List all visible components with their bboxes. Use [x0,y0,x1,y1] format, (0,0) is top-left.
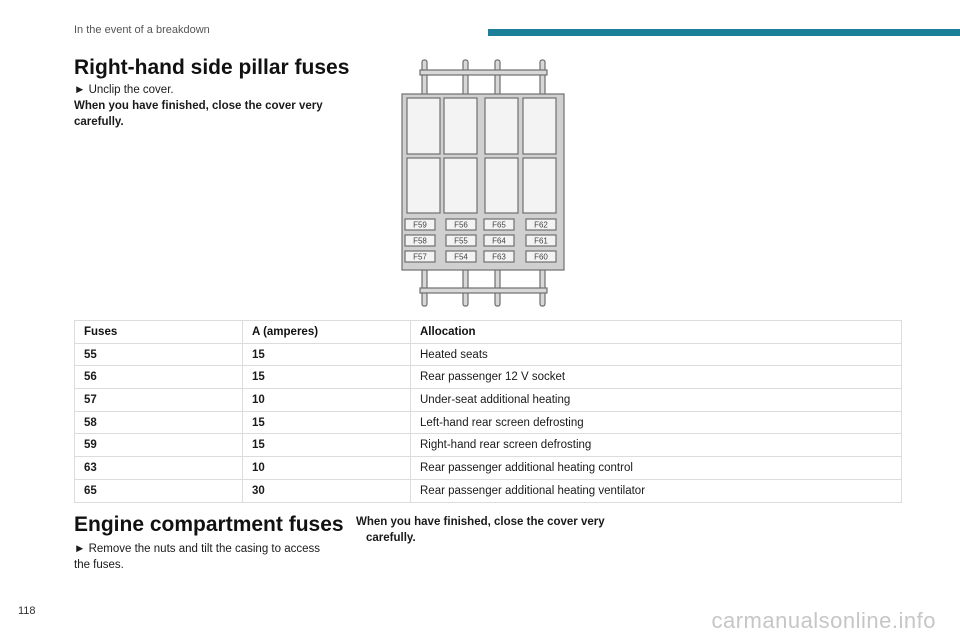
remove-nuts-step-line1: ► Remove the nuts and tilt the casing to… [74,543,320,555]
fuse-allocation: Rear passenger 12 V socket [410,365,902,390]
fuse-label-F58: F58 [413,237,427,246]
fuse-label-F61: F61 [534,237,548,246]
fuse-number: 65 [74,478,243,503]
fuse-allocation: Left-hand rear screen defrosting [410,410,902,435]
fuse-allocation: Right-hand rear screen defrosting [410,433,902,458]
section-heading-pillar-fuses: Right-hand side pillar fuses [74,56,350,79]
column-header-allocation: Allocation [410,320,902,344]
fuse-label-F56: F56 [454,221,468,230]
header-accent-bar [488,29,960,36]
header-section-title: In the event of a breakdown [74,24,210,36]
fuse-label-F63: F63 [492,253,506,262]
engine-close-note-line2: carefully. [366,532,416,544]
fuse-amperes: 10 [242,456,411,480]
fuse-number: 59 [74,433,243,458]
fuse-allocation: Rear passenger additional heating contro… [410,456,902,480]
fuse-table: Fuses A (amperes) Allocation 55 15 Heate… [74,320,902,503]
section-heading-engine-fuses: Engine compartment fuses [74,513,344,536]
fuse-allocation: Rear passenger additional heating ventil… [410,478,902,503]
engine-close-note-line1: When you have finished, close the cover … [356,516,605,528]
fuse-number: 63 [74,456,243,480]
fuse-allocation: Under-seat additional heating [410,388,902,412]
column-header-fuses: Fuses [74,320,243,344]
fuse-number: 58 [74,410,243,435]
fuse-amperes: 10 [242,388,411,412]
close-cover-note-line1: When you have finished, close the cover … [74,100,323,112]
fuse-label-F59: F59 [413,221,427,230]
pillar-instructions: ► Unclip the cover. When you have finish… [74,82,323,130]
table-row: 65 30 Rear passenger additional heating … [74,478,902,503]
page-number: 118 [18,605,36,617]
fuse-label-F64: F64 [492,237,506,246]
table-header-row: Fuses A (amperes) Allocation [74,320,902,344]
column-header-amperes: A (amperes) [242,320,411,344]
fuse-number: 56 [74,365,243,390]
unclip-step: ► Unclip the cover. [74,84,174,96]
fuse-amperes: 15 [242,342,411,367]
engine-close-note: When you have finished, close the cover … [356,514,605,546]
fuse-amperes: 15 [242,365,411,390]
remove-nuts-step-line2: the fuses. [74,559,124,571]
fuse-label-F55: F55 [454,237,468,246]
engine-instructions: ► Remove the nuts and tilt the casing to… [74,541,349,573]
close-cover-note-line2: carefully. [74,116,124,128]
table-row: 58 15 Left-hand rear screen defrosting [74,410,902,435]
fuse-amperes: 15 [242,410,411,435]
fuse-amperes: 30 [242,478,411,503]
table-row: 63 10 Rear passenger additional heating … [74,456,902,480]
fuse-box-diagram: F59 F56 F65 F62 F58 F55 F64 F61 F57 F54 … [401,59,565,307]
fuse-number: 57 [74,388,243,412]
fuse-number: 55 [74,342,243,367]
table-row: 59 15 Right-hand rear screen defrosting [74,433,902,458]
fuse-label-F62: F62 [534,221,548,230]
table-row: 56 15 Rear passenger 12 V socket [74,365,902,390]
fuse-label-F57: F57 [413,253,427,262]
table-row: 57 10 Under-seat additional heating [74,388,902,412]
fuse-allocation: Heated seats [410,342,902,367]
fuse-label-F60: F60 [534,253,548,262]
watermark: carmanualsonline.info [711,608,936,633]
fuse-label-F65: F65 [492,221,506,230]
table-row: 55 15 Heated seats [74,342,902,367]
fuse-amperes: 15 [242,433,411,458]
fuse-label-F54: F54 [454,253,468,262]
